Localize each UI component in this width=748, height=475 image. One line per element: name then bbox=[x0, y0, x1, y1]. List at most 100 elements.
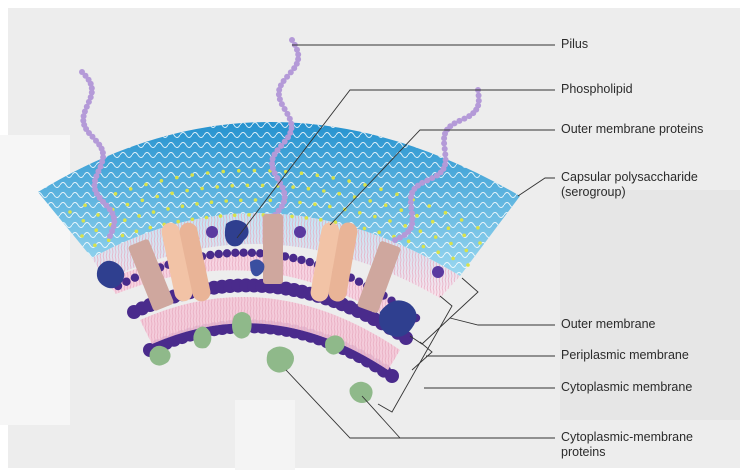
capsule-dot bbox=[253, 169, 257, 173]
capsule-dot bbox=[465, 249, 469, 253]
capsule-dot bbox=[175, 176, 179, 180]
capsule-dot bbox=[377, 231, 381, 235]
capsule-dot bbox=[290, 215, 294, 219]
capsule-dot bbox=[176, 220, 180, 224]
label-capsular-line2: (serogroup) bbox=[561, 185, 698, 200]
capsule-dot bbox=[215, 185, 219, 189]
capsule-dot bbox=[422, 245, 426, 249]
capsule-dot bbox=[298, 201, 302, 205]
pilus-bead bbox=[476, 93, 482, 99]
label-outer-membrane-proteins: Outer membrane proteins bbox=[561, 122, 703, 137]
pilus-bead bbox=[442, 151, 448, 157]
capsule-dot bbox=[206, 171, 210, 175]
capsule-dot bbox=[319, 218, 323, 222]
capsule-dot bbox=[219, 214, 223, 218]
capsule-dot bbox=[407, 240, 411, 244]
capsule-dot bbox=[358, 211, 362, 215]
lipid-head bbox=[306, 258, 314, 266]
label-pilus: Pilus bbox=[561, 37, 588, 52]
capsule-dot bbox=[331, 176, 335, 180]
capsule-dot bbox=[160, 179, 164, 183]
capsule-dot bbox=[141, 199, 145, 203]
capsule-dot bbox=[224, 199, 228, 203]
capsule-dot bbox=[82, 219, 86, 223]
lipid-head bbox=[239, 249, 247, 257]
capsule-dot bbox=[379, 188, 383, 192]
lipid-head bbox=[215, 250, 223, 258]
capsule-dot bbox=[476, 226, 480, 230]
capsule-dot bbox=[191, 218, 195, 222]
capsule-dot bbox=[415, 214, 419, 218]
capsule-dot bbox=[170, 192, 174, 196]
capsule-dot bbox=[322, 189, 326, 193]
capsule-dot bbox=[195, 202, 199, 206]
capsule-dot bbox=[447, 226, 451, 230]
capsule-dot bbox=[233, 214, 237, 218]
lipid-head bbox=[355, 278, 363, 286]
capsule-dot bbox=[449, 242, 453, 246]
pilus-bead bbox=[442, 146, 448, 152]
pilus-bead bbox=[476, 98, 482, 104]
capsule-dot bbox=[347, 179, 351, 183]
capsule-dot bbox=[254, 198, 258, 202]
capsule-dot bbox=[137, 214, 141, 218]
label-cytoplasmic-membrane: Cytoplasmic membrane bbox=[561, 380, 692, 395]
membrane-protein bbox=[432, 266, 444, 278]
capsule-dot bbox=[462, 234, 466, 238]
capsule-dot bbox=[328, 205, 332, 209]
capsule-dot bbox=[373, 215, 377, 219]
membrane-protein bbox=[294, 226, 306, 238]
capsule-dot bbox=[129, 187, 133, 191]
capsule-dot bbox=[434, 235, 438, 239]
capsule-dot bbox=[451, 257, 455, 261]
capsule-dot bbox=[230, 184, 234, 188]
label-cytoplasmic-membrane-proteins: Cytoplasmic-membrane proteins bbox=[561, 430, 693, 460]
lipid-head bbox=[289, 254, 297, 262]
capsule-dot bbox=[436, 250, 440, 254]
capsule-dot bbox=[419, 229, 423, 233]
capsule-dot bbox=[460, 218, 464, 222]
capsule-dot bbox=[210, 200, 214, 204]
capsule-dot bbox=[123, 218, 127, 222]
capsule-dot bbox=[384, 203, 388, 207]
lipid-head bbox=[206, 251, 214, 259]
pilus-bead bbox=[79, 69, 85, 75]
outer-membrane-protein bbox=[263, 214, 283, 284]
capsule-dot bbox=[261, 184, 265, 188]
capsule-dot bbox=[368, 199, 372, 203]
lipid-head bbox=[223, 249, 231, 257]
pilus-bead bbox=[408, 205, 414, 211]
capsule-dot bbox=[337, 192, 341, 196]
pilus-bead bbox=[408, 199, 414, 205]
capsule-dot bbox=[126, 203, 130, 207]
label-capsular-line1: Capsular polysaccharide bbox=[561, 170, 698, 185]
capsule-dot bbox=[313, 203, 317, 207]
capsule-dot bbox=[181, 204, 185, 208]
pilus-bead bbox=[409, 210, 415, 216]
capsule-dot bbox=[94, 228, 98, 232]
capsule-dot bbox=[80, 234, 84, 238]
lipid-head bbox=[248, 249, 256, 257]
capsule-dot bbox=[388, 219, 392, 223]
capsule-dot bbox=[400, 208, 404, 212]
capsule-dot bbox=[83, 204, 87, 208]
capsule-dot bbox=[135, 230, 139, 234]
label-cmp-line2: proteins bbox=[561, 445, 693, 460]
capsule-dot bbox=[121, 234, 125, 238]
lipid-head bbox=[385, 369, 399, 383]
pilus-bead bbox=[409, 216, 415, 222]
capsule-dot bbox=[96, 213, 100, 217]
capsule-dot bbox=[307, 187, 311, 191]
capsule-dot bbox=[291, 185, 295, 189]
pilus-bead bbox=[443, 157, 449, 163]
capsule-dot bbox=[431, 220, 435, 224]
capsule-dot bbox=[300, 171, 304, 175]
capsule-dot bbox=[149, 226, 153, 230]
capsule-dot bbox=[221, 170, 225, 174]
capsule-dot bbox=[395, 193, 399, 197]
capsule-dot bbox=[247, 213, 251, 217]
capsule-dot bbox=[68, 210, 72, 214]
capsule-dot bbox=[200, 187, 204, 191]
label-outer-membrane: Outer membrane bbox=[561, 317, 655, 332]
